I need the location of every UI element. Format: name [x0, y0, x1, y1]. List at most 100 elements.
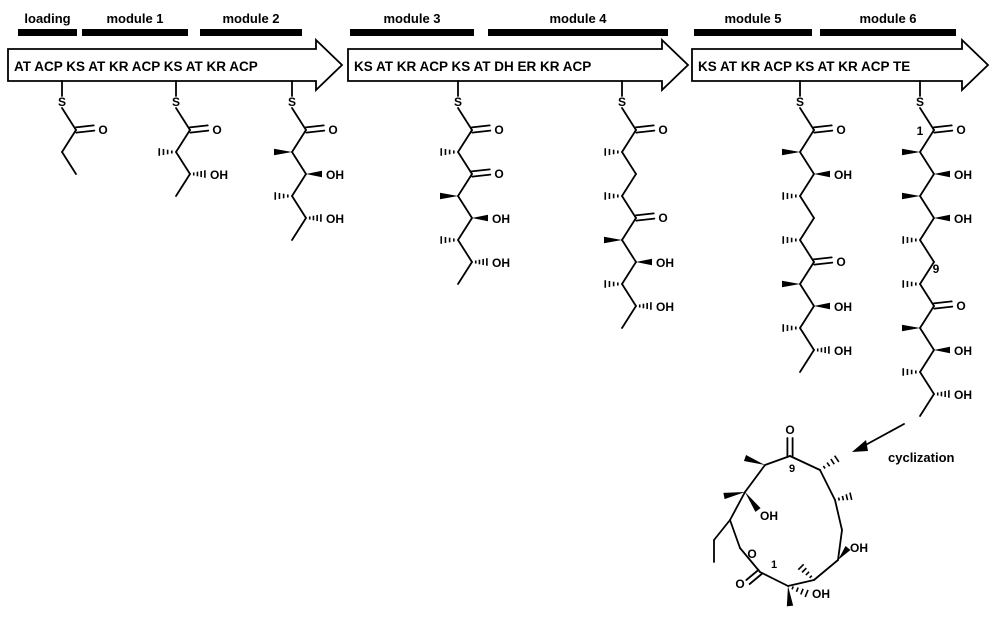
hydroxyl: OH	[656, 300, 674, 314]
hydroxyl: OH	[834, 168, 852, 182]
chain-bond	[799, 349, 815, 373]
carbonyl	[933, 305, 954, 310]
ring-bond	[764, 455, 791, 466]
chain-bond	[291, 151, 307, 175]
module-label-m6: module 6	[859, 11, 916, 26]
arrow-text-deb3: KS AT KR ACP KS AT KR ACP TE	[698, 59, 910, 74]
module-label-m2: module 2	[222, 11, 279, 26]
ring-hydroxyl-bond	[745, 492, 761, 512]
carbonyl	[634, 212, 655, 217]
carbonyl	[75, 129, 96, 134]
hydroxyl: OH	[954, 388, 972, 402]
module-bar-m1	[82, 29, 188, 36]
ring-methyl	[822, 455, 840, 469]
hydroxyl-bond	[306, 170, 322, 178]
carbonyl-oxygen: O	[98, 123, 107, 137]
hydroxyl: OH	[492, 256, 510, 270]
hash-stroke	[841, 495, 845, 501]
module-label-m1: module 1	[106, 11, 163, 26]
hash-stroke	[791, 586, 794, 590]
hydroxyl-bond	[192, 170, 206, 178]
hash-stroke	[845, 494, 849, 501]
hydroxyl: OH	[210, 168, 228, 182]
ring-carbon-1: 1	[771, 559, 777, 571]
methyl	[440, 148, 455, 156]
carbonyl-oxygen: O	[328, 123, 337, 137]
hash-stroke	[849, 492, 853, 501]
ring-bond	[834, 499, 843, 531]
chain-bond	[799, 107, 815, 131]
ring-bond	[739, 547, 761, 573]
chain-bond	[621, 239, 637, 263]
carbonyl	[470, 124, 491, 129]
carbonyl	[932, 300, 953, 305]
chain-bond	[919, 217, 935, 241]
arrow-deb1	[7, 37, 344, 93]
hash-stroke	[800, 588, 804, 595]
chain-bond	[175, 151, 191, 175]
chain-bond	[919, 305, 935, 329]
carbon-1-label: 1	[917, 124, 924, 138]
chain-bond	[457, 151, 473, 175]
ring-methyl	[743, 454, 765, 465]
chain-bond	[919, 261, 935, 285]
methyl-wedge	[782, 280, 800, 288]
hydroxyl-bond	[636, 258, 652, 266]
ring-bond	[744, 464, 766, 493]
hash-stroke	[809, 575, 813, 579]
carbonyl	[304, 124, 325, 129]
module-bar-loading	[18, 29, 77, 36]
chain-bond	[799, 305, 815, 329]
arrow-text-deb2: KS AT KR ACP KS AT DH ER KR ACP	[354, 59, 591, 74]
hydroxyl: OH	[326, 212, 344, 226]
chain-bond	[291, 195, 307, 219]
chain-bond	[457, 129, 473, 153]
hash-stroke	[804, 589, 809, 598]
methyl	[902, 368, 917, 376]
hydroxyl-bond	[638, 302, 652, 310]
carbonyl	[812, 124, 833, 129]
hydroxyl-bond	[308, 214, 322, 222]
carbonyl	[74, 124, 95, 129]
methyl	[440, 236, 455, 244]
module-bar-m2	[200, 29, 302, 36]
methyl	[782, 192, 797, 200]
ring-hydroxyl: OH	[850, 541, 868, 555]
chain-bond	[799, 217, 815, 241]
carbon-9-label: 9	[933, 262, 940, 276]
methyl-wedge	[902, 192, 920, 200]
ring-bond	[759, 571, 789, 587]
chain-bond	[621, 195, 637, 219]
carbonyl	[189, 129, 210, 134]
ring-bond	[813, 559, 839, 581]
cyclization-arrow-head	[852, 440, 868, 452]
chain-bond	[61, 151, 77, 175]
carbonyl	[305, 129, 326, 134]
methyl-wedge	[902, 148, 920, 156]
intermediate-loading: SO	[58, 80, 108, 175]
ring-hydroxyl: OH	[812, 587, 830, 601]
chain-bond	[61, 129, 77, 153]
hydroxyl: OH	[954, 344, 972, 358]
arrow-text-deb1: AT ACP KS AT KR ACP KS AT KR ACP	[14, 59, 258, 74]
ring-hydroxyl-bond	[838, 545, 851, 560]
chain-bond	[621, 261, 637, 285]
ethyl-bond	[713, 519, 731, 541]
sulfur-atom: S	[288, 95, 296, 109]
hydroxyl: OH	[954, 212, 972, 226]
arrow-deb2	[347, 37, 690, 93]
cyclization-arrow-shaft	[859, 423, 905, 449]
ring-methyl	[837, 492, 853, 501]
ring-methyl	[797, 563, 813, 579]
ring-bond	[729, 491, 746, 521]
module-label-loading: loading	[24, 11, 70, 26]
lactone-carbonyl	[745, 569, 760, 581]
module-bar-m5	[694, 29, 812, 36]
hash-stroke	[795, 587, 799, 593]
